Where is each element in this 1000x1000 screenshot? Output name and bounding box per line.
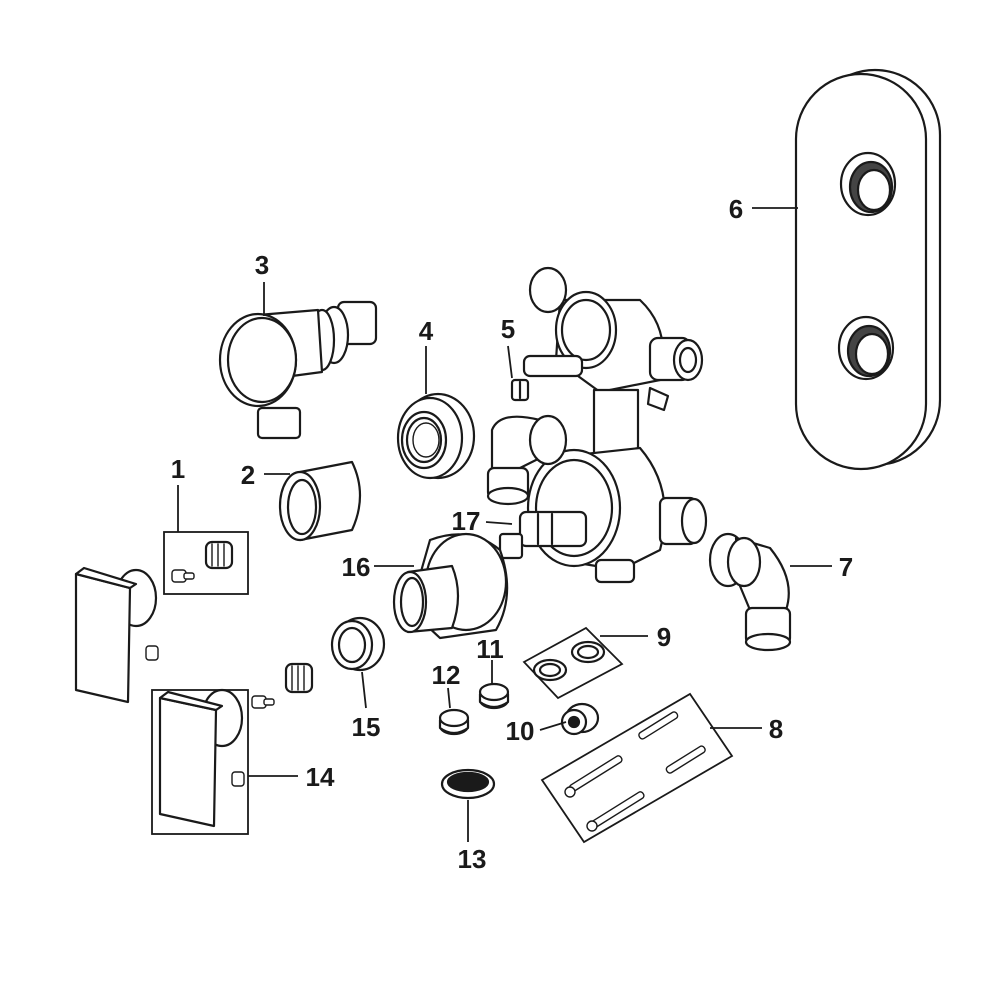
- callout-6: 6: [729, 194, 743, 224]
- filter-washer-part: [440, 768, 496, 800]
- callout-12: 12: [432, 660, 461, 690]
- part-14-box: [151, 689, 249, 835]
- sleeve-part: [278, 460, 362, 542]
- handle-part: [74, 566, 159, 704]
- valve-body-assembly: [486, 266, 708, 584]
- callout-17: 17: [452, 506, 481, 536]
- part-1-box: [163, 531, 249, 595]
- leader-lines: [177, 207, 832, 842]
- callout-1: 1: [171, 454, 185, 484]
- bezel-ring-part: [396, 392, 476, 480]
- callout-3: 3: [255, 250, 269, 280]
- callout-15: 15: [352, 712, 381, 742]
- retaining-ring-part: [330, 616, 386, 672]
- adapter-set-part: [171, 540, 234, 583]
- part-8-box: [540, 692, 734, 844]
- callout-11: 11: [476, 634, 504, 664]
- callout-16: 16: [342, 552, 371, 582]
- callout-10: 10: [506, 716, 535, 746]
- faceplate-part: [794, 68, 942, 471]
- elbow-fitting-part: [708, 532, 792, 652]
- fixing-screws-part: [564, 711, 706, 832]
- callout-4: 4: [419, 316, 434, 346]
- callout-8: 8: [769, 714, 783, 744]
- control-handle-part: [158, 688, 245, 828]
- callout-14: 14: [306, 762, 335, 792]
- callout-13: 13: [458, 844, 487, 874]
- callout-9: 9: [657, 622, 671, 652]
- callout-2: 2: [241, 460, 255, 490]
- adapter-small-part: [251, 662, 314, 709]
- wall-outlet-elbow-part: [218, 300, 378, 440]
- cap-12-part: [438, 708, 470, 736]
- callout-labels: 1 2 3 4 5 6 7 8 9 10 11 12 13 14 15 16 1…: [171, 194, 853, 874]
- shroud-part: [392, 532, 509, 640]
- callout-7: 7: [839, 552, 853, 582]
- part-9-box: [522, 626, 624, 700]
- callout-5: 5: [501, 314, 515, 344]
- cap-11-part: [478, 682, 510, 710]
- check-valve-part: [560, 702, 600, 736]
- sealing-washers-part: [532, 640, 606, 682]
